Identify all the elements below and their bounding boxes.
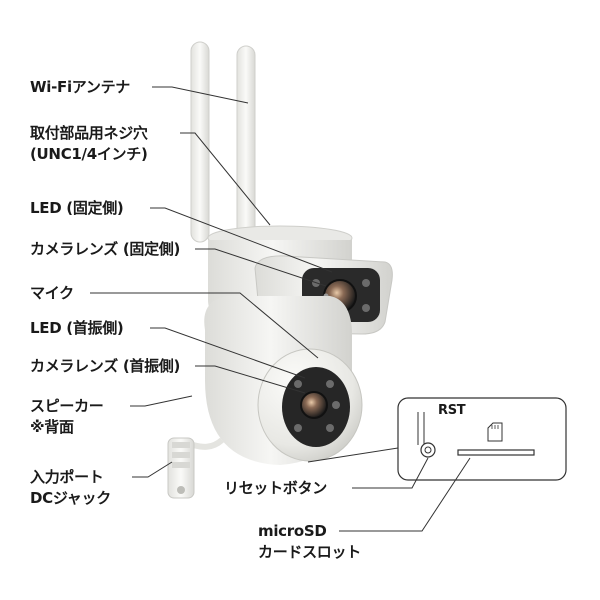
label-led-fixed: LED (固定側): [30, 199, 124, 217]
leader-power-port: [132, 461, 173, 478]
leader-lens-fixed: [195, 248, 327, 287]
antenna-left: [190, 41, 210, 243]
sd-card-icon: [487, 422, 503, 442]
label-camera-lens-swivel: カメラレンズ (首振側): [30, 357, 181, 375]
label-speaker-line2: ※背面: [30, 418, 74, 436]
antenna-right: [236, 45, 256, 243]
leader-wifi-antenna: [152, 86, 249, 104]
leader-mount-hole: [180, 132, 271, 226]
leader-reset: [352, 457, 429, 489]
leader-panel: [307, 447, 399, 463]
label-power-port-line2: DCジャック: [30, 489, 111, 507]
swivel-camera-dome: [204, 296, 363, 465]
label-microsd-line2: カードスロット: [258, 543, 361, 561]
leader-led-swivel: [150, 327, 306, 379]
inset-panel: [397, 397, 567, 481]
leader-led-fixed: [150, 207, 333, 273]
leader-mic: [90, 292, 319, 359]
label-microsd-line1: microSD: [258, 522, 327, 540]
label-rst: RST: [438, 403, 466, 418]
leader-lens-swivel: [195, 365, 306, 394]
label-mount-hole-line1: 取付部品用ネジ穴: [30, 124, 148, 142]
label-mount-hole-line2: (UNC1/4インチ): [30, 145, 148, 163]
label-camera-lens-fixed: カメラレンズ (固定側): [30, 240, 181, 258]
leader-lines: [90, 86, 471, 532]
label-reset-button: リセットボタン: [224, 479, 327, 497]
label-mic: マイク: [30, 284, 74, 302]
label-speaker-line1: スピーカー: [30, 397, 104, 415]
label-led-swivel: LED (首振側): [30, 319, 124, 337]
power-cable: [167, 437, 224, 499]
leader-microsd: [339, 457, 471, 532]
label-power-port-line1: 入力ポート: [30, 468, 104, 486]
microsd-slot: [457, 449, 535, 456]
label-wifi-antenna: Wi-Fiアンテナ: [30, 78, 131, 96]
leader-speaker: [130, 395, 193, 407]
